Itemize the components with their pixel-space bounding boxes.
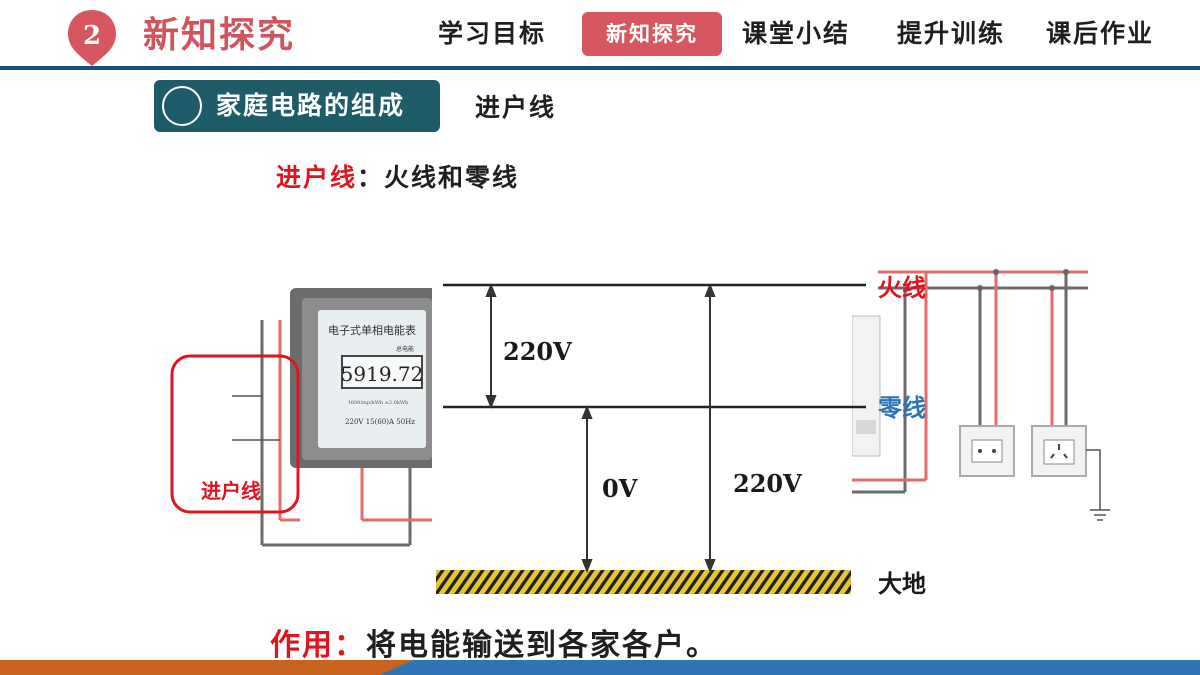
definition-term: 进户线 [276, 163, 358, 192]
definition-colon: ： [357, 163, 385, 192]
voltage-label-live-ground: 220V [733, 469, 802, 498]
incoming-line-callout-label: 进户线 [201, 479, 261, 503]
neutral-wire-label: 零线 [877, 393, 926, 422]
circle-icon [162, 86, 202, 126]
ground-label: 大地 [878, 569, 926, 598]
voltage-label-neutral-ground: 0V [602, 474, 638, 503]
socket-icon [971, 439, 1003, 463]
definition-line: 进户线：火线和零线 [276, 158, 519, 194]
voltage-label-live-neutral: 220V [503, 337, 572, 366]
nav-learning-goals[interactable]: 学习目标 [438, 19, 547, 48]
function-term: 作用 [270, 628, 334, 663]
meter-rating: 220V 15(60)A 50Hz [345, 418, 415, 426]
ground-symbol-icon [1090, 509, 1110, 521]
ground-hatch [436, 570, 851, 594]
electric-meter: 电子式单相电能表 总电能 5919.72 1600imp/kWh ±2.0kWh… [290, 288, 440, 468]
meter-reading: 5919.72 [341, 362, 424, 386]
footer-bar-blue [380, 660, 1200, 675]
meter-title: 电子式单相电能表 [328, 323, 416, 337]
function-colon: ： [334, 628, 366, 663]
definition-text: 火线和零线 [384, 163, 520, 192]
header-divider [0, 66, 1200, 70]
nav-class-summary[interactable]: 课堂小结 [742, 19, 851, 48]
footer-bar-orange [0, 660, 420, 675]
section-number: 2 [83, 21, 101, 51]
nav-new-knowledge[interactable]: 新知探究 [582, 12, 722, 56]
right-wiring [851, 269, 1110, 521]
nav-homework[interactable]: 课后作业 [1046, 19, 1155, 48]
meter-small-text: 1600imp/kWh ±2.0kWh [348, 400, 409, 406]
live-wire-label: 火线 [878, 273, 926, 302]
socket-icon [1043, 439, 1075, 465]
section-title: 新知探究 [143, 14, 296, 56]
section-number-badge: 2 [68, 10, 116, 66]
topic-title: 家庭电路的组成 [216, 91, 406, 120]
nav-practice[interactable]: 提升训练 [897, 19, 1006, 48]
function-text: 将电能输送到各家各户。 [366, 628, 718, 663]
topic-subtitle: 进户线 [475, 93, 557, 122]
incoming-line-callout-box [170, 354, 300, 514]
meter-small-label: 总电能 [396, 345, 414, 353]
diagram-panel [432, 270, 852, 600]
function-line: 作用：将电能输送到各家各户。 [270, 620, 718, 664]
